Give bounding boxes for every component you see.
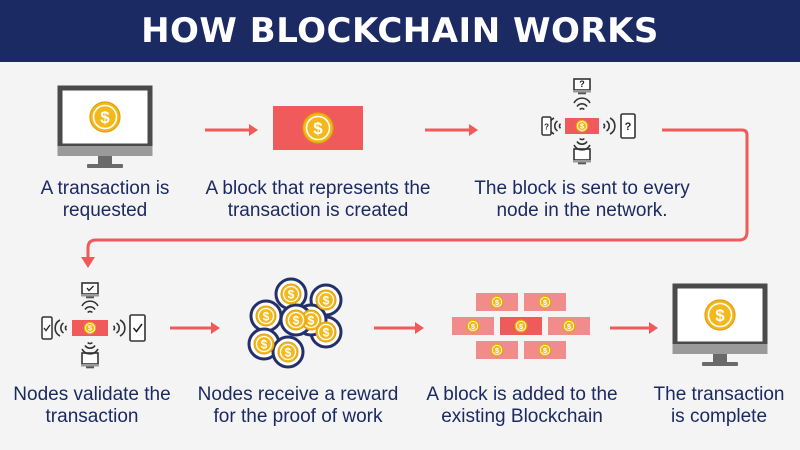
title-banner: HOW BLOCKCHAIN WORKS (0, 0, 800, 62)
network-broadcast-icon: ? ? ? (541, 78, 636, 166)
blockchain-wall-icon (452, 293, 590, 359)
arrow-4-to-5 (170, 322, 220, 334)
page-title: HOW BLOCKCHAIN WORKS (141, 11, 659, 51)
completed-monitor-icon (673, 286, 768, 366)
arrow-1-to-2 (205, 124, 258, 136)
flow-arrows (81, 124, 749, 334)
network-validation-icon (41, 282, 146, 370)
step-1-caption: A transaction is requested (40, 178, 170, 221)
svg-text:?: ? (544, 123, 549, 132)
step-6-caption: A block is added to the existing Blockch… (426, 384, 618, 427)
step-3-caption: The block is sent to every node in the n… (474, 178, 690, 221)
block-icon (273, 106, 363, 150)
transaction-monitor-icon (58, 88, 153, 168)
reward-coins-icon (247, 277, 343, 369)
connector-arrowhead (81, 257, 95, 268)
step-7-caption: The transaction is complete (653, 384, 785, 427)
step-2-caption: A block that represents the transaction … (205, 178, 431, 221)
arrow-2-to-3 (425, 124, 478, 136)
arrow-6-to-7 (610, 322, 658, 334)
svg-text:?: ? (625, 121, 632, 133)
step-5-caption: Nodes receive a reward for the proof of … (197, 384, 399, 427)
connector-row1-to-row2 (86, 128, 749, 258)
arrow-5-to-6 (374, 322, 424, 334)
svg-text:?: ? (579, 79, 585, 89)
step-4-caption: Nodes validate the transaction (13, 384, 171, 427)
